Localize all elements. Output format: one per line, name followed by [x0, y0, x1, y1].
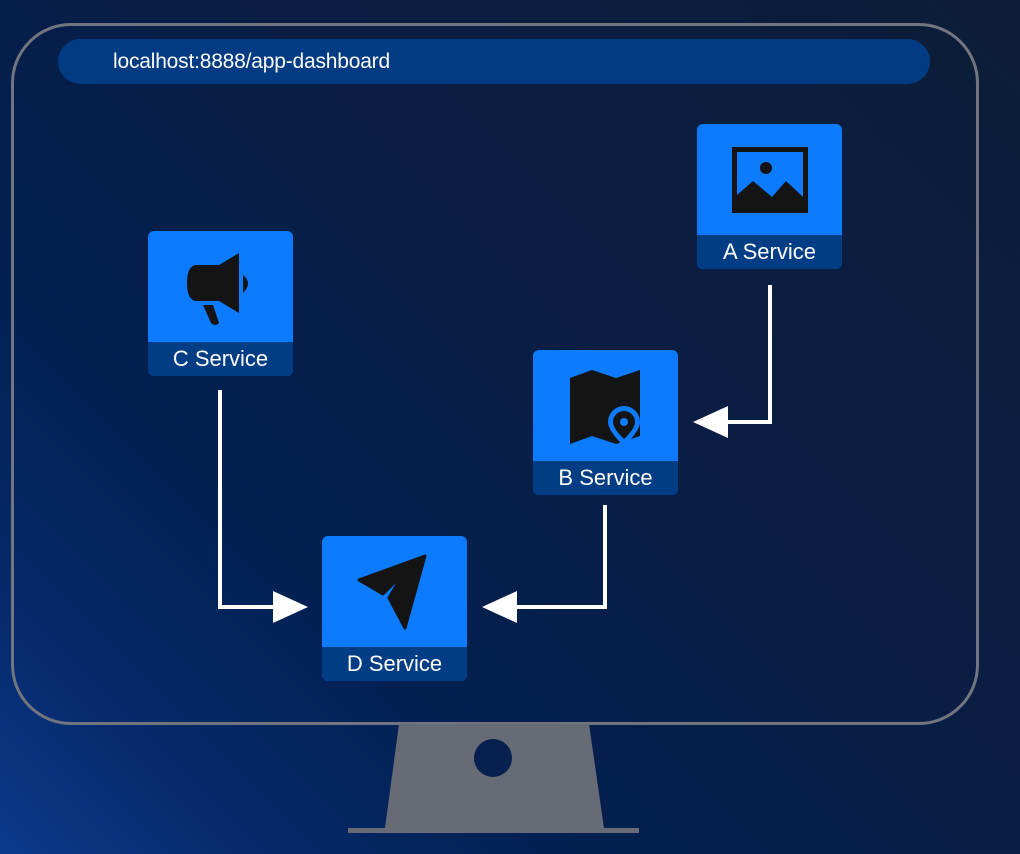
arrowhead-icon: [482, 591, 517, 623]
service-label: D Service: [322, 647, 467, 681]
arrowhead-icon: [693, 406, 728, 438]
connector-c-to-d: [218, 390, 308, 623]
url-text: localhost:8888/app-dashboard: [113, 50, 390, 73]
monitor-frame: [11, 23, 979, 725]
power-button-icon: [474, 739, 512, 777]
service-node-a[interactable]: A Service: [697, 124, 842, 269]
image-icon: [697, 124, 842, 235]
arrowhead-icon: [273, 591, 308, 623]
send-icon: [322, 536, 467, 647]
service-label: B Service: [533, 461, 678, 495]
connector-b-to-d: [482, 505, 607, 623]
service-node-c[interactable]: C Service: [148, 231, 293, 376]
connector-a-to-b: [693, 285, 772, 438]
service-node-d[interactable]: D Service: [322, 536, 467, 681]
service-label: C Service: [148, 342, 293, 376]
service-label: A Service: [697, 235, 842, 269]
url-bar[interactable]: localhost:8888/app-dashboard: [58, 39, 930, 84]
stand-base: [348, 828, 639, 833]
map-pin-icon: [533, 350, 678, 461]
megaphone-icon: [148, 231, 293, 342]
service-node-b[interactable]: B Service: [533, 350, 678, 495]
